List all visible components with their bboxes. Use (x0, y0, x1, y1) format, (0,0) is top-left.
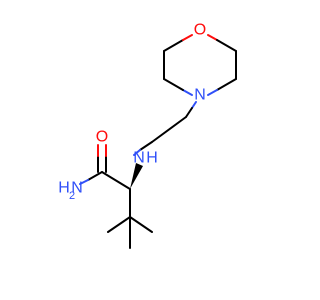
bond-ring-n-c4 (163, 78, 184, 91)
bond-carbonyl-nh2 (87, 171, 103, 181)
amide-hydrogen-count: 2 (69, 190, 75, 202)
bond-n-ch2 (185, 107, 193, 118)
morpholine-oxygen-label: O (194, 22, 206, 39)
morpholine-ring (163, 34, 237, 96)
bond-ch2-ch2 (151, 116, 187, 143)
bond-ring-o-c2 (216, 39, 237, 52)
amide-hydrogen-label: H (58, 180, 70, 197)
molecule-structure: O N N H O H 2 N (58, 22, 237, 249)
bond-ch2-nh (139, 141, 153, 151)
bond-cquat-me1 (107, 216, 131, 233)
bond-ca-carbonyl (101, 171, 131, 190)
amine-hydrogen-label: H (146, 150, 158, 167)
stereo-wedge-bond (130, 163, 143, 189)
tert-butyl-group (107, 188, 153, 249)
bond-cquat-me2 (129, 216, 153, 233)
amide-nitrogen-label: N (71, 180, 83, 197)
carbonyl-oxygen-label: O (96, 129, 108, 146)
carbonyl-double-bond (97, 144, 107, 173)
amine-nitrogen-label: N (133, 150, 145, 167)
bond-ring-c3-n (216, 78, 237, 91)
bond-ring-c1-o (163, 39, 184, 52)
morpholine-nitrogen-label: N (194, 87, 206, 104)
ethyl-linker (133, 101, 197, 156)
